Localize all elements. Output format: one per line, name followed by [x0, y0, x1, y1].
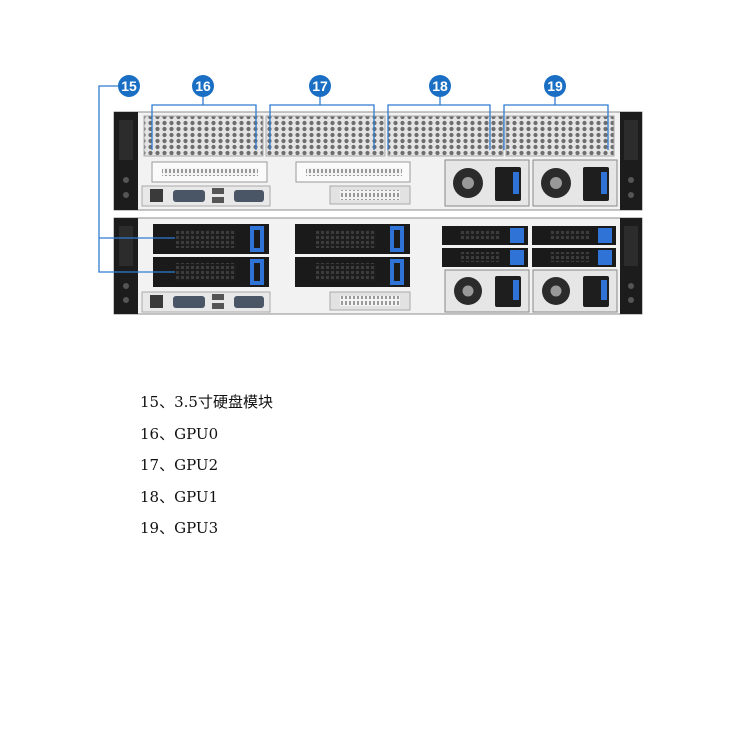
- psu-1: [444, 269, 530, 313]
- gpu1-slot: [387, 115, 504, 157]
- callout-leaders: [98, 85, 609, 273]
- legend-number: 17: [140, 456, 160, 474]
- gpu3-slot: [505, 115, 615, 157]
- vga-port-icon: [173, 190, 205, 202]
- callout-15-leader: [98, 85, 175, 273]
- callout-15-label: 15: [121, 78, 137, 94]
- legend-separator: 、: [159, 519, 175, 537]
- hdd-bay: [153, 224, 269, 254]
- legend-separator: 、: [159, 487, 175, 506]
- legend-item: 16、GPU0: [140, 420, 273, 452]
- callout-19-label: 19: [547, 78, 563, 94]
- legend-description: GPU2: [174, 456, 219, 474]
- vga-port-icon: [173, 296, 205, 308]
- callout-16-label: 16: [195, 78, 211, 94]
- callout-18-bracket: [387, 104, 491, 150]
- legend-separator: 、: [159, 393, 175, 411]
- legend-separator: 、: [159, 424, 175, 443]
- legend-description: GPU3: [174, 519, 219, 537]
- callout-markers: 15 16 17 18 19: [118, 75, 566, 97]
- legend-item: 18、GPU1: [140, 483, 273, 515]
- network-port-icon: [150, 295, 163, 308]
- legend-separator: 、: [159, 456, 175, 474]
- legend-item: 17、GPU2: [140, 451, 273, 483]
- gpu-server-chassis: [113, 111, 643, 211]
- psu-2: [532, 269, 618, 313]
- hdd-bay: [295, 224, 410, 254]
- legend-number: 19: [140, 519, 160, 537]
- serial-port-icon: [234, 296, 264, 308]
- usb-port-icon: [212, 294, 224, 300]
- legend-item: 15、3.5寸硬盘模块: [140, 388, 273, 420]
- gpu2-slot: [265, 115, 386, 157]
- gpu0-slot: [143, 115, 264, 157]
- legend-number: 18: [140, 487, 160, 506]
- callout-18-label: 18: [432, 78, 448, 94]
- legend-description: GPU1: [174, 487, 219, 506]
- callout-17-label: 17: [312, 78, 328, 94]
- psu-1: [444, 159, 530, 207]
- callout-19-bracket: [503, 104, 609, 150]
- server-rear-diagram: 15 16 17 18 19: [98, 75, 643, 315]
- legend-description: GPU0: [174, 424, 219, 443]
- legend-description: 3.5寸硬盘模块: [174, 393, 273, 411]
- callout-16-bracket: [151, 104, 257, 150]
- network-port-icon: [150, 189, 163, 202]
- io-panel: [141, 185, 271, 207]
- psu-2: [532, 159, 618, 207]
- legend-number: 15: [140, 393, 160, 411]
- storage-server-chassis: [113, 217, 643, 315]
- legend-number: 16: [140, 424, 160, 443]
- hdd-bay: [295, 257, 410, 287]
- callout-17-bracket: [269, 104, 375, 150]
- io-panel: [141, 291, 271, 313]
- callout-legend: 15、3.5寸硬盘模块 16、GPU0 17、GPU2 18、GPU1 19、G…: [140, 388, 273, 546]
- serial-port-icon: [234, 190, 264, 202]
- usb-port-icon: [212, 188, 224, 194]
- ssd-bays: [442, 226, 616, 267]
- legend-item: 19、GPU3: [140, 514, 273, 546]
